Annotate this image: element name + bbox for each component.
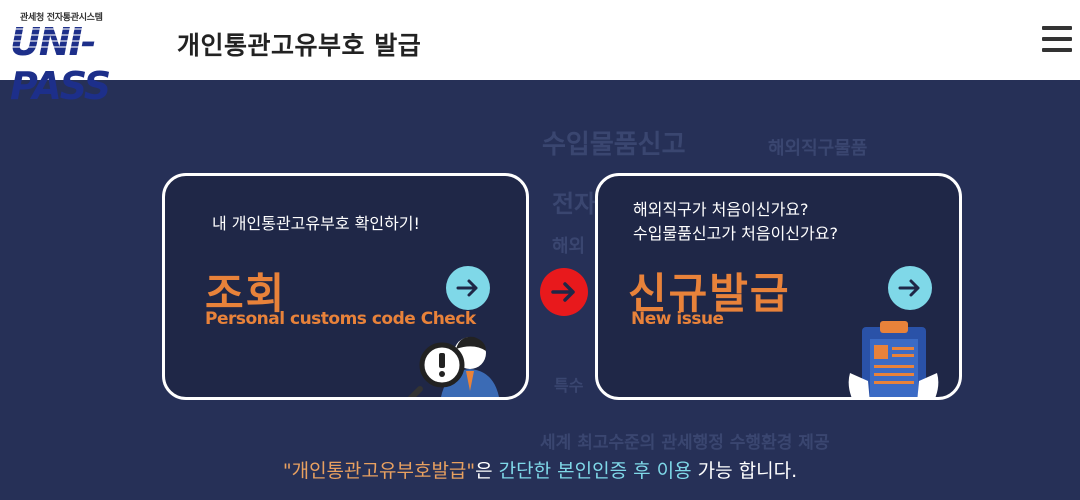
logo-wordmark: UNI-PASS: [10, 20, 111, 108]
arrow-right-icon[interactable]: [446, 266, 490, 310]
new-title: 신규발급: [628, 269, 791, 318]
notice-text: 은: [475, 460, 499, 482]
arrow-right-icon: [540, 268, 588, 316]
page-title: 개인통관고유부호 발급: [177, 31, 422, 60]
check-subtitle: 내 개인통관고유부호 확인하기!: [212, 214, 420, 233]
bg-word: 해외: [552, 236, 586, 257]
new-subtitle-line2: 수입물품신고가 처음이신가요?: [633, 224, 838, 243]
notice-service-name: "개인통관고유부호발급": [282, 460, 476, 482]
top-header: 관세청 전자통관시스템 UNI-PASS 개인통관고유부호 발급: [0, 0, 1080, 108]
magnifier-person-icon: [400, 331, 510, 397]
usage-notice: "개인통관고유부호발급"은 간단한 본인인증 후 이용 가능 합니다.: [0, 456, 1080, 483]
new-english-label: New issue: [631, 309, 724, 329]
hamburger-menu-icon[interactable]: [1042, 26, 1072, 54]
bg-word: 특수: [554, 376, 584, 395]
notice-text: 가능 합니다.: [691, 460, 798, 482]
new-subtitle-line1: 해외직구가 처음이신가요?: [633, 200, 809, 219]
bg-word: 세계 최고수준의 관세행정 수행환경 제공: [540, 433, 830, 453]
unipass-logo[interactable]: 관세청 전자통관시스템 UNI-PASS: [8, 8, 173, 108]
bg-word: 해외직구물품: [768, 138, 868, 159]
check-title: 조회: [205, 269, 287, 318]
check-card-button[interactable]: 내 개인통관고유부호 확인하기! 조회 Personal customs cod…: [162, 173, 529, 400]
check-english-label: Personal customs code Check: [205, 309, 476, 329]
arrow-right-icon[interactable]: [888, 266, 932, 310]
clipboard-document-icon: [846, 321, 941, 397]
logo-tagline: 관세청 전자통관시스템: [20, 13, 103, 23]
bg-word: 전자: [552, 190, 597, 218]
notice-highlight: 간단한 본인인증 후 이용: [498, 460, 692, 482]
new-issue-card-button[interactable]: 해외직구가 처음이신가요? 수입물품신고가 처음이신가요? 신규발급 New i…: [595, 173, 962, 400]
bg-word: 수입물품신고: [542, 130, 686, 160]
